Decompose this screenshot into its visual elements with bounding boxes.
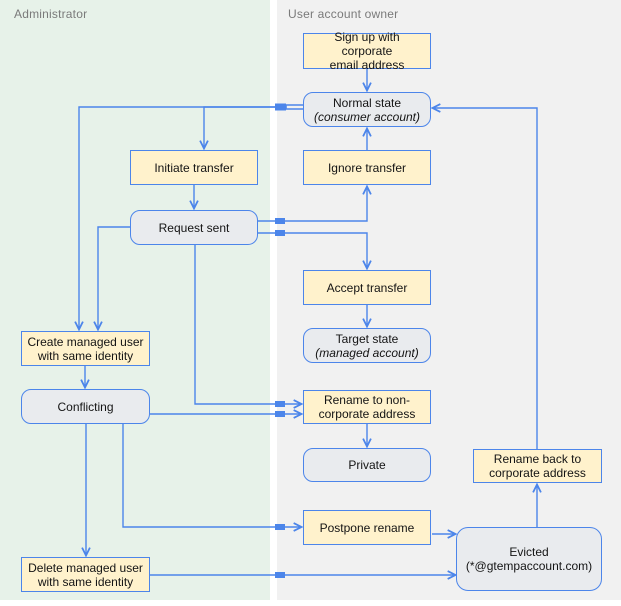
node-normal-state: Normal state(consumer account) xyxy=(303,92,431,127)
node-initiate-transfer: Initiate transfer xyxy=(130,150,258,185)
node-ignore-transfer: Ignore transfer xyxy=(303,150,431,185)
node-evicted: Evicted(*@gtempaccount.com) xyxy=(456,527,602,591)
node-accept-transfer: Accept transfer xyxy=(303,270,431,305)
node-postpone-rename: Postpone rename xyxy=(303,510,431,545)
node-target-state: Target state(managed account) xyxy=(303,328,431,363)
node-conflicting: Conflicting xyxy=(21,389,150,424)
swimlane-user-account-owner-title: User account owner xyxy=(288,7,399,21)
swimlane-administrator-title: Administrator xyxy=(14,7,88,21)
node-private: Private xyxy=(303,448,431,482)
node-request-sent: Request sent xyxy=(130,210,258,245)
node-rename-to-non-corporate: Rename to non-corporate address xyxy=(303,390,431,424)
swimlane-administrator xyxy=(0,0,270,600)
